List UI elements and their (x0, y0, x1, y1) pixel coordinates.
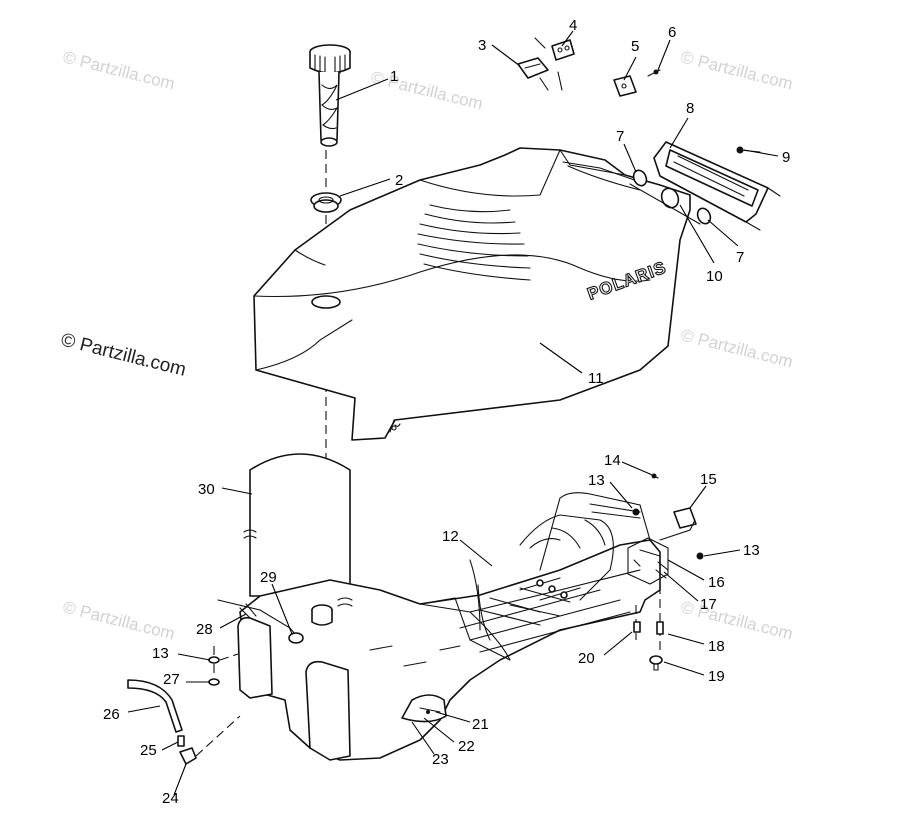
fuel-hose-part (127, 679, 241, 765)
callout-14: 14 (604, 452, 621, 469)
callout-27: 27 (163, 671, 180, 688)
callout-30: 30 (198, 481, 215, 498)
leader-lines (127, 30, 779, 796)
callout-20: 20 (578, 650, 595, 667)
callout-15: 15 (700, 471, 717, 488)
callout-2: 2 (395, 172, 403, 189)
callout-13: 13 (588, 472, 605, 489)
callout-labels: 1 2 3 4 5 6 7 8 9 7 10 11 12 13 14 15 13… (103, 17, 790, 807)
callout-1: 1 (390, 68, 398, 85)
callout-10: 10 (706, 268, 723, 285)
callout-17: 17 (700, 596, 717, 613)
hardware-upper-right (632, 473, 704, 579)
copyright-text: © Partzilla.com (59, 329, 188, 380)
callout-18: 18 (708, 638, 725, 655)
callout-13b: 13 (743, 542, 760, 559)
callout-26: 26 (103, 706, 120, 723)
callout-5: 5 (631, 38, 639, 55)
callout-25: 25 (140, 742, 157, 759)
fuel-cap-part (309, 44, 351, 147)
callout-19: 19 (708, 668, 725, 685)
seat-cover-part: POLARIS (253, 147, 691, 441)
callout-22: 22 (458, 738, 475, 755)
callout-3: 3 (478, 37, 486, 54)
callout-6: 6 (668, 24, 676, 41)
bolt-parts (633, 585, 664, 671)
grommet-part (310, 192, 342, 213)
filler-neck-part (311, 604, 333, 626)
callout-8: 8 (686, 100, 694, 117)
callout-23: 23 (432, 751, 449, 768)
fuel-tank-part (237, 492, 669, 761)
watermark: © Partzilla.com (61, 47, 177, 93)
callout-16: 16 (708, 574, 725, 591)
callout-7b: 7 (736, 249, 744, 266)
callout-13c: 13 (152, 645, 169, 662)
watermark: © Partzilla.com (369, 67, 485, 113)
spacer-parts (629, 169, 712, 225)
bracket-part (217, 599, 304, 644)
callout-11: 11 (588, 370, 604, 387)
watermark: © Partzilla.com (679, 47, 795, 93)
callout-7: 7 (616, 128, 624, 145)
callout-9: 9 (782, 149, 790, 166)
callout-4: 4 (569, 17, 577, 34)
watermark: © Partzilla.com (61, 597, 177, 643)
washer-parts (208, 646, 239, 686)
callout-21: 21 (472, 716, 489, 733)
watermark: © Partzilla.com (679, 597, 795, 643)
cable-part (477, 584, 491, 641)
pad-parts (517, 37, 575, 91)
watermark: © Partzilla.com (679, 325, 795, 371)
taillight-bracket-part (653, 141, 781, 231)
callout-28: 28 (196, 621, 213, 638)
callout-12: 12 (442, 528, 459, 545)
callout-24: 24 (162, 790, 179, 807)
plate-and-screw (613, 69, 661, 97)
callout-29: 29 (260, 569, 277, 586)
drain-fitting-part (401, 694, 447, 723)
